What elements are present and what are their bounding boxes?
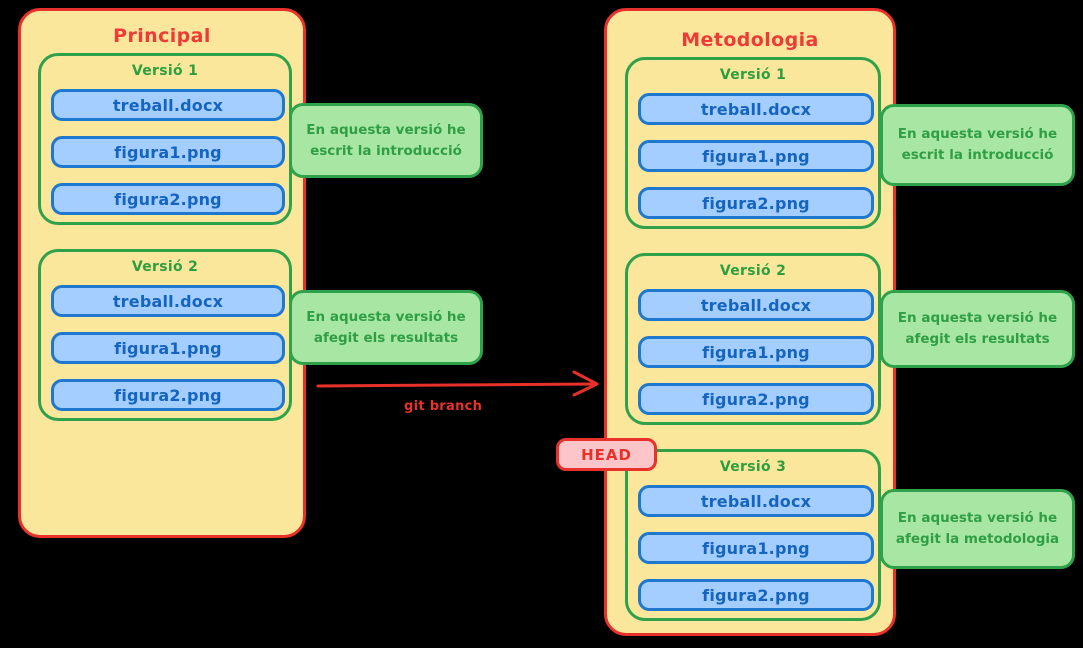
note-metodologia-version-2: En aquesta versió he afegit els resultat… <box>880 290 1075 368</box>
branch-panel-principal: Principal Versió 1 treball.docx figura1.… <box>18 8 306 538</box>
note-line: En aquesta versió he <box>897 126 1058 143</box>
version-box-metodologia-1: Versió 1 treball.docx figura1.png figura… <box>625 57 881 229</box>
git-branch-arrow-label: git branch <box>404 399 483 414</box>
note-metodologia-version-1: En aquesta versió he escrit la introducc… <box>880 104 1075 186</box>
version-box-principal-2: Versió 2 treball.docx figura1.png figura… <box>38 249 292 421</box>
branch-panel-metodologia: Metodologia Versió 1 treball.docx figura… <box>604 8 896 636</box>
version-title-metodologia-1: Versió 1 <box>719 67 787 83</box>
file-pill[interactable]: treball.docx <box>51 89 285 121</box>
note-line: afegit els resultats <box>313 329 459 346</box>
note-line: En aquesta versió he <box>306 121 466 138</box>
file-pill[interactable]: figura2.png <box>638 187 874 219</box>
note-metodologia-version-3: En aquesta versió he afegit la metodolog… <box>880 489 1075 569</box>
note-line: En aquesta versió he <box>897 510 1058 527</box>
file-pill[interactable]: figura2.png <box>51 379 285 411</box>
note-principal-version-1: En aquesta versió he escrit la introducc… <box>289 103 483 178</box>
file-pill[interactable]: figura1.png <box>51 136 285 168</box>
head-badge: HEAD <box>556 438 657 471</box>
file-pill[interactable]: figura1.png <box>638 336 874 368</box>
note-principal-version-2: En aquesta versió he afegit els resultat… <box>289 290 483 365</box>
branch-title-metodologia: Metodologia <box>681 29 819 51</box>
note-line: escrit la introducció <box>901 147 1054 163</box>
version-box-principal-1: Versió 1 treball.docx figura1.png figura… <box>38 53 292 225</box>
file-pill[interactable]: figura2.png <box>638 579 874 611</box>
file-pill[interactable]: figura2.png <box>638 383 874 415</box>
version-title-metodologia-2: Versió 2 <box>719 263 787 279</box>
note-line: escrit la introducció <box>310 142 462 159</box>
file-pill[interactable]: figura1.png <box>638 140 874 172</box>
version-box-metodologia-3: Versió 3 treball.docx figura1.png figura… <box>625 449 881 621</box>
file-pill[interactable]: treball.docx <box>51 285 285 317</box>
file-pill[interactable]: figura2.png <box>51 183 285 215</box>
note-line: En aquesta versió he <box>897 310 1058 327</box>
note-line: afegit els resultats <box>905 331 1050 347</box>
git-branch-arrow <box>316 370 599 397</box>
version-title-principal-2: Versió 2 <box>131 259 199 275</box>
file-pill[interactable]: figura1.png <box>51 332 285 364</box>
version-title-principal-1: Versió 1 <box>131 63 199 79</box>
note-line: En aquesta versió he <box>306 308 466 325</box>
branch-title-principal: Principal <box>113 25 211 47</box>
version-box-metodologia-2: Versió 2 treball.docx figura1.png figura… <box>625 253 881 425</box>
note-line: afegit la metodologia <box>895 531 1060 547</box>
file-pill[interactable]: figura1.png <box>638 532 874 564</box>
version-title-metodologia-3: Versió 3 <box>719 459 787 475</box>
file-pill[interactable]: treball.docx <box>638 289 874 321</box>
file-pill[interactable]: treball.docx <box>638 93 874 125</box>
file-pill[interactable]: treball.docx <box>638 485 874 517</box>
